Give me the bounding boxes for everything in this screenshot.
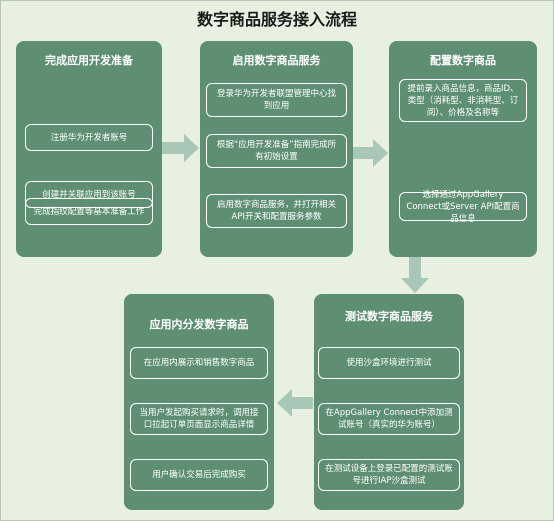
step-box: 创建并关联应用到该账号: [25, 181, 153, 208]
panel-title: 启用数字商品服务: [232, 54, 321, 67]
panel-test-service: 测试数字商品服务 使用沙盒环境进行测试 在AppGallery Connect中…: [314, 294, 464, 510]
panel-title: 测试数字商品服务: [345, 310, 433, 323]
panel-title: 完成应用开发准备: [45, 54, 133, 67]
arrow-down-icon: [401, 257, 429, 293]
arrow-left-icon: [277, 389, 313, 417]
step-box: 选择通过AppGallery Connect或Server API配置商品信息: [399, 190, 527, 224]
step-box: 当用户发起购买请求时，调用接口拉起订单页面显示商品详情: [130, 403, 268, 435]
step-box: 完成指纹配置等基本准备工作: [25, 198, 153, 225]
diagram-title: 数字商品服务接入流程: [196, 10, 357, 29]
step-box: 在测试设备上登录已配置的测试账号进行IAP沙盒测试: [318, 459, 460, 491]
step-box: 启用数字商品服务，并打开相关API开关和配置服务参数: [206, 194, 347, 228]
panel-distribute-products: 应用内分发数字商品 在应用内展示和销售数字商品 当用户发起购买请求时，调用接口拉…: [124, 294, 274, 510]
panel-title: 应用内分发数字商品: [149, 318, 249, 331]
step-box: 登录华为开发者联盟管理中心找到应用: [206, 83, 347, 117]
step-box: 用户确认交易后完成购买: [130, 459, 268, 491]
panel-configure-products: 配置数字商品 提前录入商品信息，商品ID、类型（消耗型、非消耗型、订阅）、价格及…: [389, 41, 537, 257]
arrow-right-icon: [162, 134, 199, 162]
panel-title: 配置数字商品: [430, 54, 496, 67]
step-box: 根据“应用开发准备”指南完成所有初始设置: [206, 134, 347, 168]
step-box: 使用沙盒环境进行测试: [318, 347, 460, 379]
step-box: 提前录入商品信息，商品ID、类型（消耗型、非消耗型、订阅）、价格及名称等: [399, 79, 527, 122]
step-box: 注册华为开发者账号: [25, 124, 153, 151]
arrow-right-icon: [353, 139, 388, 167]
step-box: 在应用内展示和销售数字商品: [130, 347, 268, 379]
panel-enable-service: 启用数字商品服务 登录华为开发者联盟管理中心找到应用 根据“应用开发准备”指南完…: [200, 41, 353, 257]
step-box: 在AppGallery Connect中添加测试账号（真实的华为账号）: [318, 403, 460, 435]
panel-development-prep: 完成应用开发准备 注册华为开发者账号 创建并关联应用到该账号 完成指纹配置等基本…: [16, 41, 162, 257]
